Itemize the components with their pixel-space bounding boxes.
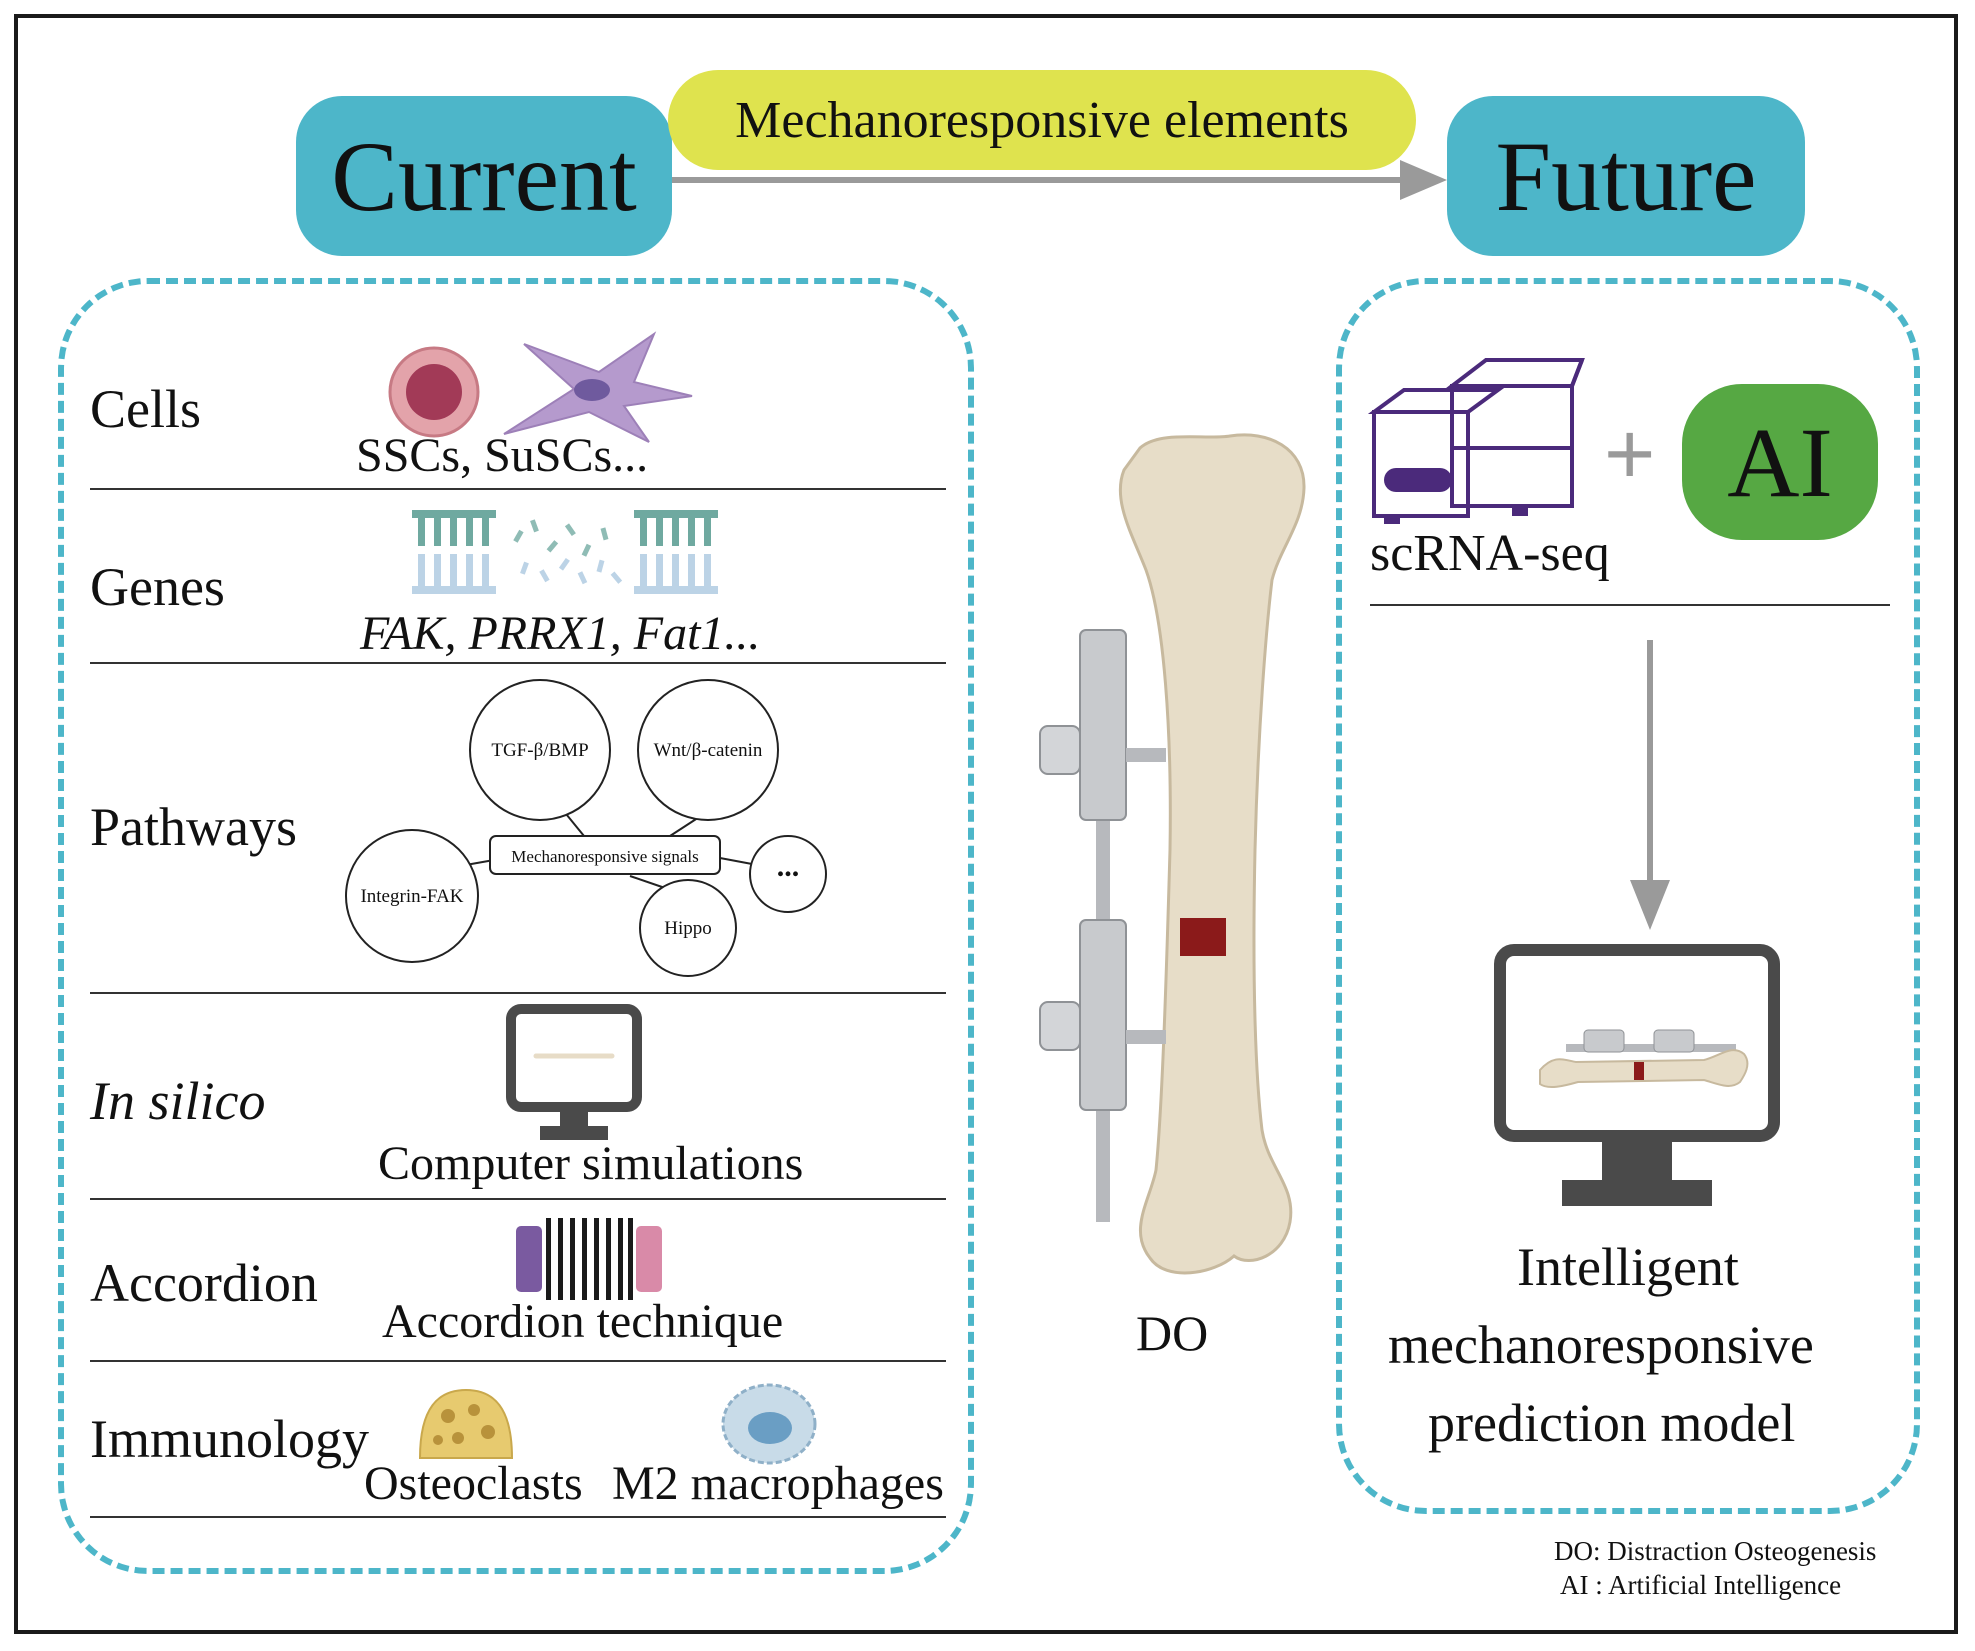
osteoclasts-caption: Osteoclasts: [364, 1457, 583, 1510]
do-bone-distractor-illustration: [1039, 433, 1306, 1275]
m2-macrophages-caption: M2 macrophages: [612, 1457, 944, 1510]
fibroblast-cell-icon: [503, 331, 693, 443]
divider-scrna: [1370, 604, 1890, 606]
genes-caption: FAK, PRRX1, Fat1...: [360, 607, 761, 660]
gene-chip-icon: [412, 510, 718, 594]
divider-pathways: [90, 992, 946, 994]
figure-frame: [14, 14, 1958, 1634]
model-title-line-3: prediction model: [1428, 1393, 1796, 1453]
pathway-label-center: Mechanoresponsive signals: [511, 847, 698, 866]
in-silico-caption: Computer simulations: [378, 1137, 804, 1190]
row-label-pathways: Pathways: [90, 797, 297, 857]
pathway-node-wnt: [637, 679, 779, 821]
future-label: Future: [1495, 120, 1757, 232]
osteoclast-icon: [418, 1388, 514, 1459]
divider-genes: [90, 662, 946, 664]
current-to-future-arrow: [672, 160, 1447, 200]
scrna-seq-label: scRNA-seq: [1370, 525, 1610, 582]
row-label-genes: Genes: [90, 557, 225, 617]
row-label-accordion: Accordion: [90, 1253, 318, 1313]
current-panel: [58, 278, 974, 1574]
current-label: Current: [331, 120, 637, 232]
down-arrow: [1630, 640, 1670, 930]
row-label-in-silico: In silico: [90, 1071, 266, 1131]
ai-badge: AI: [1682, 384, 1878, 540]
pathway-label-tgf: TGF-β/BMP: [491, 740, 588, 761]
sequencer-icon: [1367, 358, 1585, 524]
divider-in-silico: [90, 1198, 946, 1200]
pathway-node-tgf: [469, 679, 611, 821]
pathway-label-more: ...: [777, 850, 800, 883]
pathway-label-integrin: Integrin-FAK: [360, 886, 463, 907]
cells-caption: SSCs, SuSCs...: [356, 429, 649, 482]
osteotomy-gap: [1180, 918, 1226, 956]
stem-cell-icon: [388, 346, 480, 438]
pathway-label-hippo: Hippo: [664, 918, 712, 939]
future-pill: Future: [1447, 96, 1805, 256]
accordion-caption: Accordion technique: [382, 1295, 784, 1348]
divider-accordion: [90, 1360, 946, 1362]
legend-ai: AI : Artificial Intelligence: [1560, 1570, 1842, 1600]
model-title-line-2: mechanoresponsive: [1388, 1315, 1814, 1375]
external-fixator: [1039, 629, 1166, 1222]
prediction-monitor-icon: [1494, 944, 1780, 1206]
pathway-network: TGF-β/BMP Wnt/β-catenin Integrin-FAK Hip…: [345, 679, 827, 977]
computer-monitor-icon: [506, 1004, 642, 1140]
future-panel: [1336, 278, 1920, 1514]
plus-sign: +: [1604, 404, 1656, 503]
pathway-center-box: [489, 835, 721, 875]
pathway-node-integrin: [345, 829, 479, 963]
mechanoresponsive-elements-label: Mechanoresponsive elements: [735, 91, 1349, 149]
monitor-bone-model: [1539, 1029, 1749, 1089]
mechanoresponsive-elements-badge: Mechanoresponsive elements: [668, 70, 1416, 170]
row-label-cells: Cells: [90, 379, 202, 439]
pathway-node-hippo: [639, 879, 737, 977]
pathway-node-more: [749, 835, 827, 913]
tibia-bone: [1118, 433, 1306, 1275]
model-title-line-1: Intelligent: [1517, 1237, 1739, 1297]
current-pill: Current: [296, 96, 672, 256]
accordion-icon: [516, 1218, 662, 1300]
divider-cells: [90, 488, 946, 490]
m2-macrophage-icon: [721, 1383, 817, 1465]
divider-immunology: [90, 1516, 946, 1518]
pathway-label-wnt: Wnt/β-catenin: [654, 740, 763, 761]
do-label: DO: [1136, 1305, 1209, 1361]
ai-label: AI: [1727, 406, 1833, 518]
legend-do: DO: Distraction Osteogenesis: [1554, 1536, 1877, 1566]
row-label-immunology: Immunology: [90, 1409, 369, 1469]
